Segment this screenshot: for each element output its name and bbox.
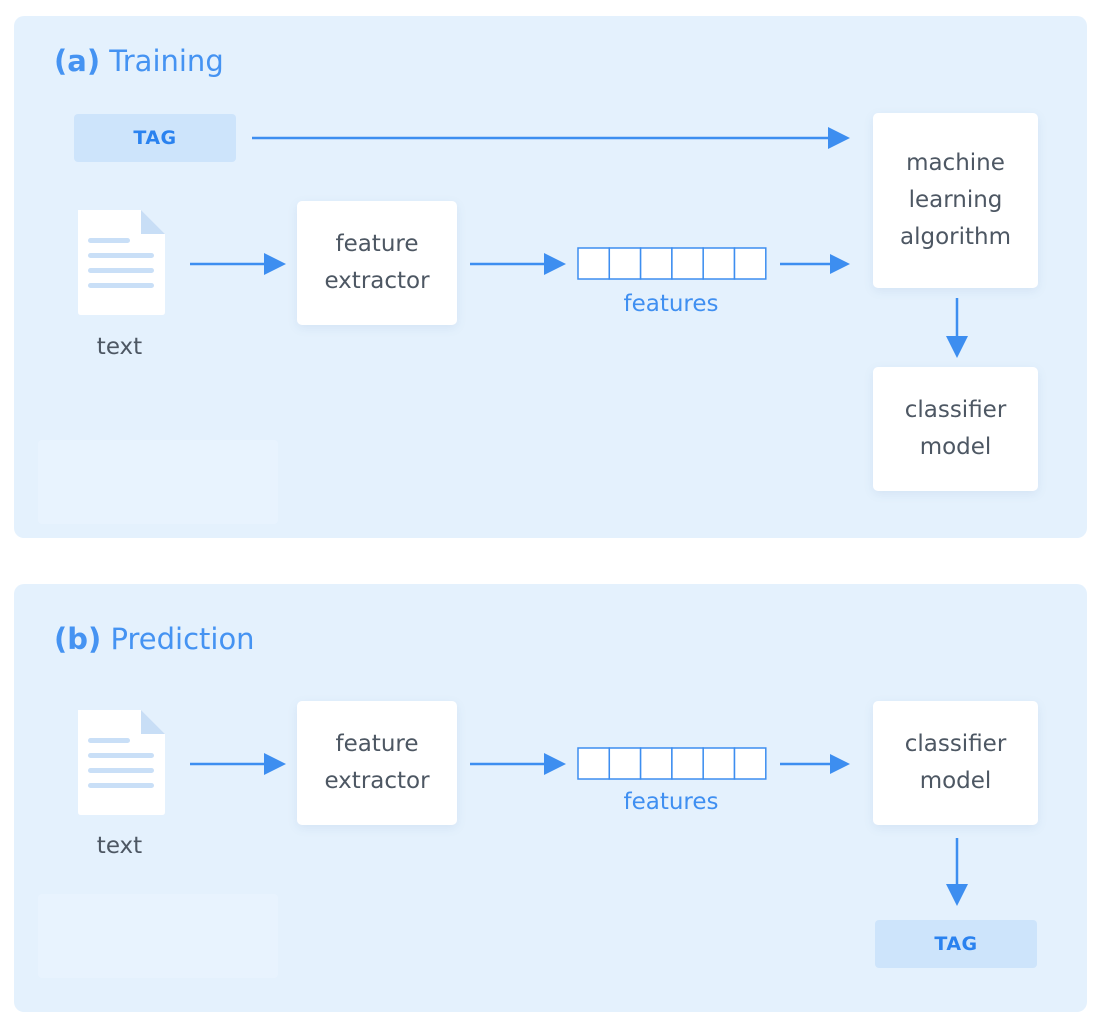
training-document-icon — [78, 210, 165, 315]
training-feature-cell — [639, 247, 673, 280]
training-text-label: text — [96, 334, 143, 360]
training-feature-cell — [671, 247, 704, 280]
prediction-title: (b) Prediction — [54, 622, 255, 656]
prediction-feature-cell — [608, 747, 642, 780]
prediction-feature-cell — [702, 747, 736, 780]
prediction-tag-label: TAG — [934, 933, 978, 955]
prediction-feature-cell — [577, 747, 611, 780]
training-classifier-model-label: classifier model — [904, 397, 1007, 460]
prediction-features-label: features — [623, 789, 719, 815]
training-classifier-model: classifier model — [873, 367, 1038, 491]
prediction-title-text: Prediction — [110, 622, 255, 656]
prediction-classifier-model: classifier model — [873, 701, 1038, 825]
prediction-document-icon — [78, 710, 165, 815]
training-feature-cell — [577, 247, 611, 280]
training-feature-vector — [577, 247, 767, 280]
prediction-tag-output: TAG — [875, 920, 1037, 968]
training-tag-input: TAG — [74, 114, 236, 162]
training-arrows — [190, 136, 959, 340]
training-faint-block — [38, 440, 278, 524]
prediction-text-label: text — [96, 833, 143, 859]
prediction-faint-block — [38, 894, 278, 978]
training-feature-cell — [733, 247, 767, 280]
training-feature-cell — [702, 247, 736, 280]
prediction-feature-cell — [639, 747, 673, 780]
training-ml-algorithm-label: machine learning algorithm — [899, 150, 1011, 250]
training-arrowheads — [264, 127, 968, 358]
training-feature-cell — [608, 247, 642, 280]
training-feature-extractor-label: feature extractor — [324, 231, 430, 294]
prediction-feature-vector — [577, 747, 767, 780]
prediction-panel: (b) Prediction text feature extractor fe… — [14, 584, 1087, 1012]
prediction-classifier-model-label: classifier model — [904, 731, 1007, 794]
training-title-prefix: (a) — [54, 44, 101, 78]
prediction-arrowheads — [264, 753, 968, 906]
training-title-text: Training — [109, 44, 224, 78]
prediction-title-prefix: (b) — [54, 622, 102, 656]
prediction-feature-extractor-label: feature extractor — [324, 731, 430, 794]
training-feature-extractor: feature extractor — [297, 201, 457, 325]
prediction-feature-extractor: feature extractor — [297, 701, 457, 825]
training-title: (a) Training — [54, 44, 224, 78]
training-tag-label: TAG — [133, 127, 177, 149]
prediction-feature-cell — [733, 747, 767, 780]
prediction-arrows — [190, 762, 959, 888]
training-panel: (a) Training TAG text feature extractor … — [14, 16, 1087, 538]
training-features-label: features — [623, 291, 719, 317]
prediction-feature-cell — [671, 747, 704, 780]
training-ml-algorithm: machine learning algorithm — [873, 113, 1038, 288]
